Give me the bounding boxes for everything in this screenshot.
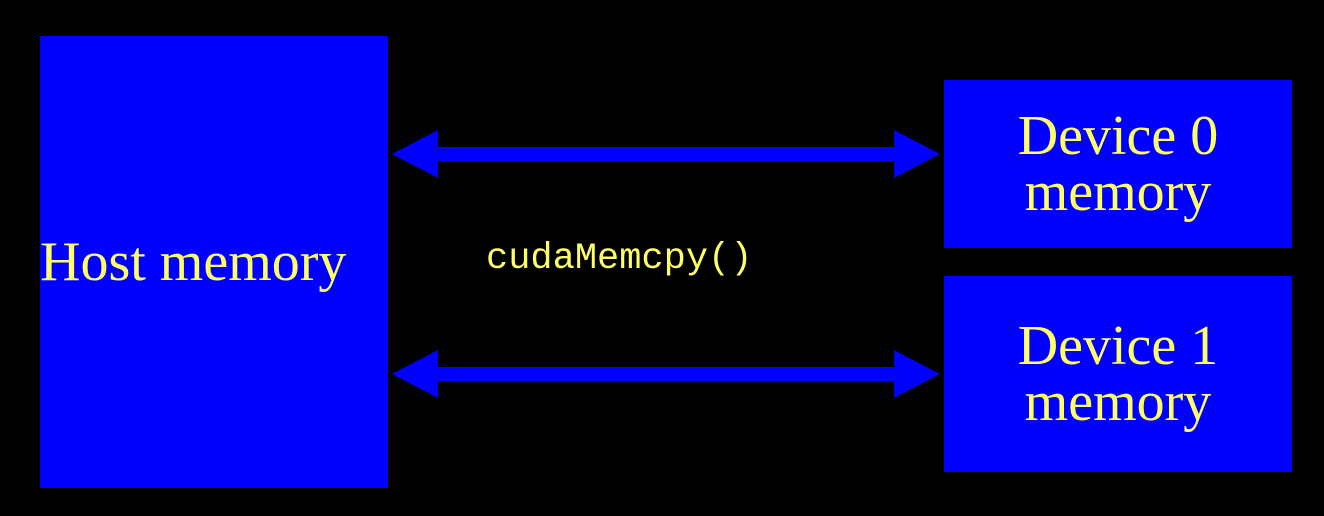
device-0-memory-box: Device 0 memory <box>944 80 1292 248</box>
arrowhead-right-top <box>894 130 940 178</box>
arrow-host-device-0 <box>392 130 940 178</box>
arrowhead-right-bottom <box>894 350 940 398</box>
host-memory-box: Host memory <box>40 36 388 488</box>
arrowhead-left-bottom <box>392 350 438 398</box>
device-0-memory-label: Device 0 memory <box>1017 105 1219 223</box>
device-1-memory-box: Device 1 memory <box>944 276 1292 472</box>
arrow-host-device-1 <box>392 350 940 398</box>
arrow-shaft-bottom <box>432 367 898 381</box>
host-memory-label: Host memory <box>40 231 347 293</box>
device-1-memory-label: Device 1 memory <box>1017 315 1219 433</box>
cuda-memcpy-label: cudaMemcpy() <box>486 238 753 280</box>
arrowhead-left-top <box>392 130 438 178</box>
arrow-shaft-top <box>432 147 898 161</box>
